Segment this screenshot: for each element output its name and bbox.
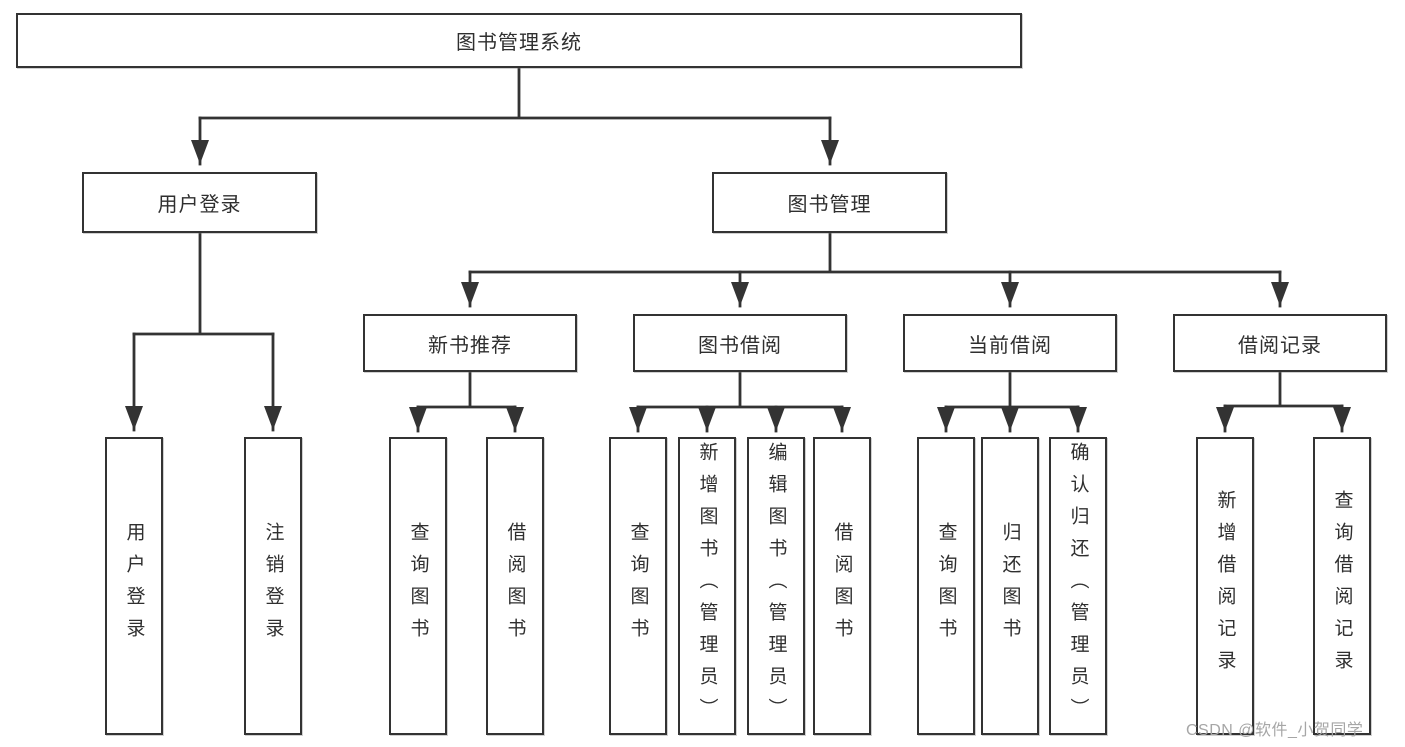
node-book-management: 图书管理 bbox=[712, 172, 947, 233]
leaf-logout-login-label: 注销登录 bbox=[262, 522, 284, 650]
leaf-query-books-borrow: 查询图书 bbox=[609, 437, 667, 735]
connector-root-to-level2 bbox=[191, 66, 839, 166]
node-book-borrow-label: 图书借阅 bbox=[698, 334, 782, 357]
leaf-logout-login: 注销登录 bbox=[244, 437, 302, 735]
connector-current-borrow-children bbox=[937, 370, 1087, 433]
leaf-return-books: 归还图书 bbox=[981, 437, 1039, 735]
connector-borrow-record-children bbox=[1216, 370, 1351, 433]
node-new-book-recommend-label: 新书推荐 bbox=[428, 334, 512, 357]
node-new-book-recommend: 新书推荐 bbox=[363, 314, 577, 372]
leaf-query-books-recommend: 查询图书 bbox=[389, 437, 447, 735]
leaf-query-borrow-record-label: 查询借阅记录 bbox=[1331, 490, 1353, 682]
node-root-label: 图书管理系统 bbox=[456, 32, 582, 54]
connector-book-borrow-children bbox=[629, 370, 851, 433]
connector-user-login-children bbox=[125, 231, 282, 432]
leaf-add-borrow-record-label: 新增借阅记录 bbox=[1214, 490, 1236, 682]
leaf-user-login: 用户登录 bbox=[105, 437, 163, 735]
node-book-management-label: 图书管理 bbox=[787, 194, 872, 216]
node-user-login-label: 用户登录 bbox=[157, 194, 242, 216]
node-book-borrow: 图书借阅 bbox=[633, 314, 847, 372]
leaf-edit-books-admin-label: 编辑图书（管理员） bbox=[765, 442, 787, 730]
csdn-watermark: CSDN @软件_小贺同学 bbox=[1186, 722, 1364, 739]
leaf-add-borrow-record: 新增借阅记录 bbox=[1196, 437, 1254, 735]
leaf-query-books-current: 查询图书 bbox=[917, 437, 975, 735]
connector-new-book-children bbox=[409, 370, 524, 433]
leaf-confirm-return-admin: 确认归还（管理员） bbox=[1049, 437, 1107, 735]
node-user-login: 用户登录 bbox=[82, 172, 317, 233]
connector-book-management-children bbox=[461, 231, 1289, 308]
leaf-confirm-return-admin-label: 确认归还（管理员） bbox=[1067, 442, 1089, 730]
node-current-borrow-label: 当前借阅 bbox=[968, 334, 1052, 357]
node-borrow-records: 借阅记录 bbox=[1173, 314, 1387, 372]
leaf-borrow-books-recommend: 借阅图书 bbox=[486, 437, 544, 735]
leaf-return-books-label: 归还图书 bbox=[999, 522, 1021, 650]
leaf-borrow-books-recommend-label: 借阅图书 bbox=[504, 522, 526, 650]
leaf-user-login-label: 用户登录 bbox=[123, 522, 145, 650]
leaf-query-books-current-label: 查询图书 bbox=[935, 522, 957, 650]
leaf-borrow-books-label: 借阅图书 bbox=[831, 522, 853, 650]
leaf-edit-books-admin: 编辑图书（管理员） bbox=[747, 437, 805, 735]
leaf-query-books-recommend-label: 查询图书 bbox=[407, 522, 429, 650]
leaf-query-borrow-record: 查询借阅记录 bbox=[1313, 437, 1371, 735]
leaf-add-books-admin: 新增图书（管理员） bbox=[678, 437, 736, 735]
node-current-borrow: 当前借阅 bbox=[903, 314, 1117, 372]
leaf-query-books-borrow-label: 查询图书 bbox=[627, 522, 649, 650]
node-borrow-records-label: 借阅记录 bbox=[1238, 334, 1322, 357]
node-root: 图书管理系统 bbox=[16, 13, 1022, 68]
leaf-borrow-books: 借阅图书 bbox=[813, 437, 871, 735]
leaf-add-books-admin-label: 新增图书（管理员） bbox=[696, 442, 718, 730]
